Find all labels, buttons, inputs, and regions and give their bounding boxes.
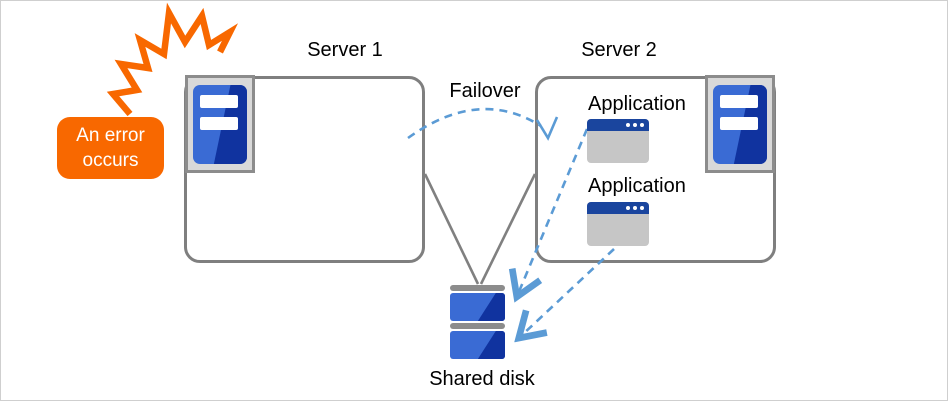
disk-shade (477, 293, 505, 321)
shared-disk-label: Shared disk (429, 368, 535, 390)
server-tower-slot (200, 117, 238, 130)
app-window-titlebar (587, 202, 649, 214)
disk-platter (450, 293, 505, 321)
app-window-dots-icon (626, 206, 644, 210)
server1-disk-link (423, 173, 480, 285)
app-window-icon (587, 202, 649, 246)
server-tower-slot (720, 117, 758, 130)
dot (633, 206, 637, 210)
dot (640, 123, 644, 127)
failover-arrow (407, 107, 542, 140)
app-window-icon (587, 119, 649, 163)
failover-label: Failover (449, 80, 521, 102)
server2-label: Server 2 (581, 39, 657, 61)
server-tower-body (713, 85, 767, 164)
disk-shade (477, 331, 505, 359)
app-window-dots-icon (626, 123, 644, 127)
server2-tower-icon (705, 75, 775, 173)
error-callout-text: An error occurs (76, 125, 145, 171)
dot (626, 206, 630, 210)
app-window-titlebar (587, 119, 649, 131)
server2-disk-link (479, 173, 537, 285)
server1-label: Server 1 (307, 39, 383, 61)
server-tower-body (193, 85, 247, 164)
shared-disk-icon (450, 285, 505, 361)
server1-tower-icon (185, 75, 255, 173)
server-tower-slot (200, 95, 238, 108)
application1-label: Application (588, 93, 686, 115)
dot (640, 206, 644, 210)
dot (633, 123, 637, 127)
disk-platter (450, 331, 505, 359)
disk-cap (450, 285, 505, 291)
error-callout: An error occurs (57, 117, 164, 179)
disk-cap (450, 323, 505, 329)
dot (626, 123, 630, 127)
server-tower-slot (720, 95, 758, 108)
application2-label: Application (588, 175, 686, 197)
